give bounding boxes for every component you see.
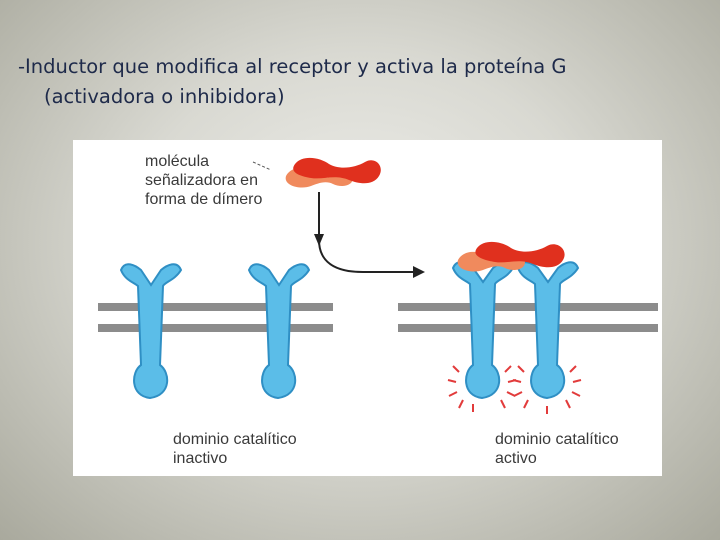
label-leader-line bbox=[252, 161, 272, 171]
signal-label-line-1: molécula bbox=[145, 153, 210, 170]
receptor-icon bbox=[451, 261, 515, 400]
active-label-line-1: dominio catalítico bbox=[495, 431, 619, 448]
signal-molecule-label: molécula señalizadora en forma de dímero bbox=[145, 152, 262, 209]
activation-burst-icon bbox=[447, 365, 517, 412]
signal-label-line-2: señalizadora en bbox=[145, 172, 258, 189]
membrane-right bbox=[398, 303, 658, 332]
active-domain-label: dominio catalítico activo bbox=[495, 430, 619, 468]
slide-title-line-1: -Inductor que modifica al receptor y act… bbox=[18, 55, 567, 78]
receptor-icon bbox=[516, 261, 580, 400]
active-label-line-2: activo bbox=[495, 450, 537, 467]
ligand-dimer-icon bbox=[285, 157, 381, 188]
inactive-label-line-1: dominio catalítico bbox=[173, 431, 297, 448]
inactive-label-line-2: inactivo bbox=[173, 450, 228, 467]
slide-title: -Inductor que modifica al receptor y act… bbox=[18, 52, 708, 112]
slide-title-line-2: (activadora o inhibidora) bbox=[44, 85, 285, 108]
receptor-icon bbox=[119, 263, 183, 400]
signal-label-line-3: forma de dímero bbox=[145, 191, 263, 208]
receptor-diagram: molécula señalizadora en forma de dímero… bbox=[73, 140, 662, 476]
ligand-dimer-icon bbox=[457, 241, 565, 272]
activation-burst-icon bbox=[512, 365, 582, 414]
arrow-icon bbox=[314, 192, 425, 278]
membrane-left bbox=[98, 303, 333, 332]
receptor-icon bbox=[247, 263, 311, 400]
diagram-canvas bbox=[98, 157, 658, 414]
inactive-domain-label: dominio catalítico inactivo bbox=[173, 430, 297, 468]
